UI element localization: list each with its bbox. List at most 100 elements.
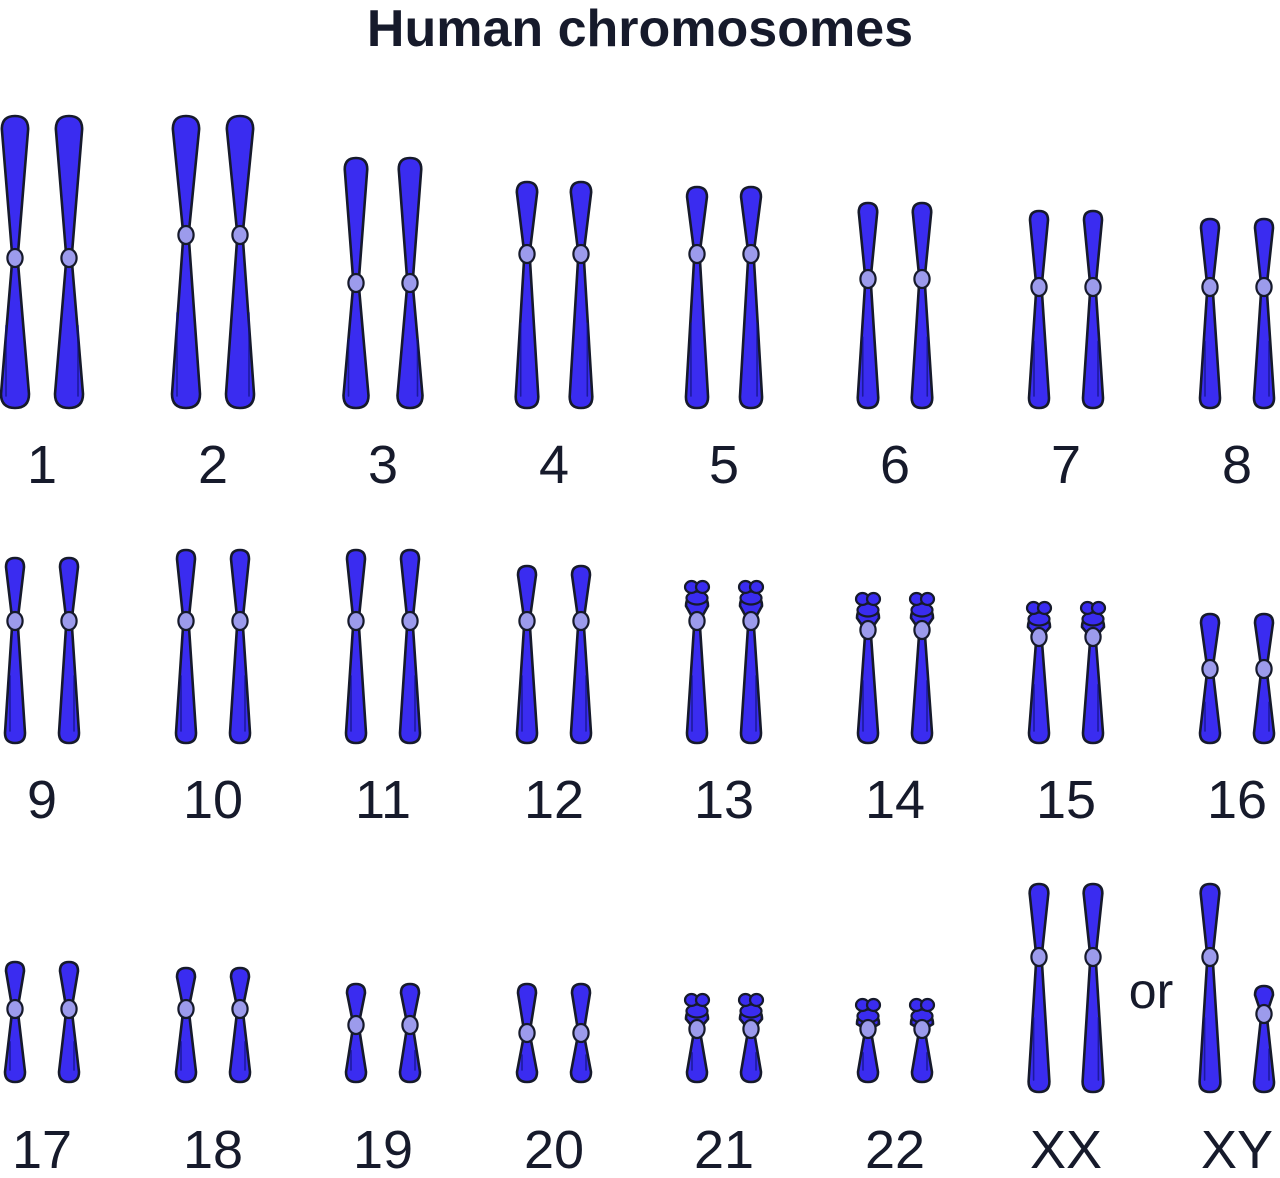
chromatid — [683, 992, 711, 1084]
centromere — [1255, 1003, 1273, 1025]
centromere — [572, 1022, 590, 1044]
chromosome-pair-19: 19 — [344, 982, 422, 1178]
chromatid-arm — [514, 180, 540, 410]
chromatid-arm — [174, 548, 198, 745]
chromosome-pair-17: 17 — [3, 960, 81, 1178]
chromatid — [738, 185, 764, 410]
chromatid-arm — [1252, 217, 1276, 410]
chromatid — [174, 548, 198, 745]
chromatid — [57, 556, 81, 745]
satellite-bead — [694, 992, 711, 1008]
chromatid — [1081, 209, 1105, 410]
satellite-bead — [748, 992, 765, 1008]
chromatid — [344, 982, 368, 1084]
chromosome-pair-16: 16 — [1198, 612, 1276, 830]
pair-label: 5 — [709, 435, 739, 495]
centromere — [688, 610, 706, 632]
centromere — [1084, 946, 1102, 968]
centromere — [177, 998, 195, 1020]
centromere — [518, 610, 536, 632]
pair-label: 15 — [1036, 770, 1096, 830]
pair-label: XY — [1201, 1120, 1273, 1178]
pair-label: 20 — [524, 1120, 584, 1178]
centromere — [60, 247, 78, 269]
chromatid — [515, 982, 539, 1084]
satellite-bead — [919, 997, 936, 1013]
chromatid — [910, 201, 934, 410]
pair-label: 16 — [1207, 770, 1267, 830]
centromere — [572, 610, 590, 632]
chromatid — [53, 114, 85, 410]
chromatid-arm — [1027, 209, 1051, 410]
centromere — [1201, 658, 1219, 680]
chromatid — [908, 997, 936, 1084]
centromere — [6, 247, 24, 269]
pair-label: 19 — [353, 1120, 413, 1178]
centromere — [688, 1018, 706, 1040]
pair-label: 13 — [694, 770, 754, 830]
chromatid — [569, 982, 593, 1084]
chromosome-pair-7: 7 — [1027, 209, 1105, 495]
chromosome-pair-6: 6 — [856, 201, 934, 495]
centromere — [859, 1018, 877, 1040]
chromatid-arm — [684, 185, 710, 410]
centromere — [401, 272, 419, 294]
centromere — [1201, 946, 1219, 968]
chromatid — [1198, 612, 1222, 745]
chromatid — [170, 114, 202, 410]
chromatid — [396, 156, 424, 410]
chromosome-pair-15: 15 — [1025, 600, 1107, 830]
chromatid-arm — [228, 548, 252, 745]
chromosome-pair-18: 18 — [174, 966, 252, 1178]
chromosome-pair-1: 1 — [0, 114, 85, 495]
chromatid-arm — [170, 114, 202, 410]
chromosome-pair-10: 10 — [174, 548, 252, 830]
chromatid-arm — [910, 201, 934, 410]
chromatid — [174, 966, 198, 1084]
chromosome-pair-22: 22 — [854, 997, 936, 1178]
centromere — [742, 243, 760, 265]
chromatid — [1079, 600, 1107, 745]
chromosome-pair-2: 2 — [170, 114, 256, 495]
chromatid-arm — [1198, 217, 1222, 410]
centromere — [1201, 276, 1219, 298]
chromatid-arm — [228, 966, 252, 1084]
chromatid — [342, 156, 370, 410]
centromere — [177, 610, 195, 632]
centromere — [1084, 276, 1102, 298]
centromere — [177, 224, 195, 246]
chromosome-pair-20: 20 — [515, 982, 593, 1178]
centromere — [1030, 276, 1048, 298]
chromatid — [0, 114, 31, 410]
chromatid — [1027, 209, 1051, 410]
diagram-title: Human chromosomes — [367, 0, 913, 58]
centromere — [60, 998, 78, 1020]
chromatid — [568, 180, 594, 410]
chromatid-arm — [344, 548, 368, 745]
chromatid-arm — [1027, 882, 1051, 1094]
chromosome-pair-9: 9 — [3, 556, 81, 830]
chromatid — [514, 180, 540, 410]
pair-label: 14 — [865, 770, 925, 830]
chromatid — [398, 548, 422, 745]
centromere — [913, 268, 931, 290]
chromatid — [1025, 600, 1053, 745]
centromere — [1030, 946, 1048, 968]
satellite-bead — [694, 579, 711, 595]
pair-label: 1 — [27, 435, 57, 495]
chromosome-pair-4: 4 — [514, 180, 594, 495]
centromere — [518, 1022, 536, 1044]
centromere — [913, 1018, 931, 1040]
chromatid — [737, 579, 765, 745]
centromere — [688, 243, 706, 265]
centromere — [572, 243, 590, 265]
chromatid-arm — [1198, 882, 1222, 1094]
chromosome-pair-12: 12 — [515, 564, 593, 830]
pair-label: 18 — [183, 1120, 243, 1178]
chromosome-pair-5: 5 — [684, 185, 764, 495]
chromatid-arm — [1081, 882, 1105, 1094]
chromatid — [1198, 217, 1222, 410]
centromere — [859, 268, 877, 290]
pair-label: 2 — [198, 435, 228, 495]
